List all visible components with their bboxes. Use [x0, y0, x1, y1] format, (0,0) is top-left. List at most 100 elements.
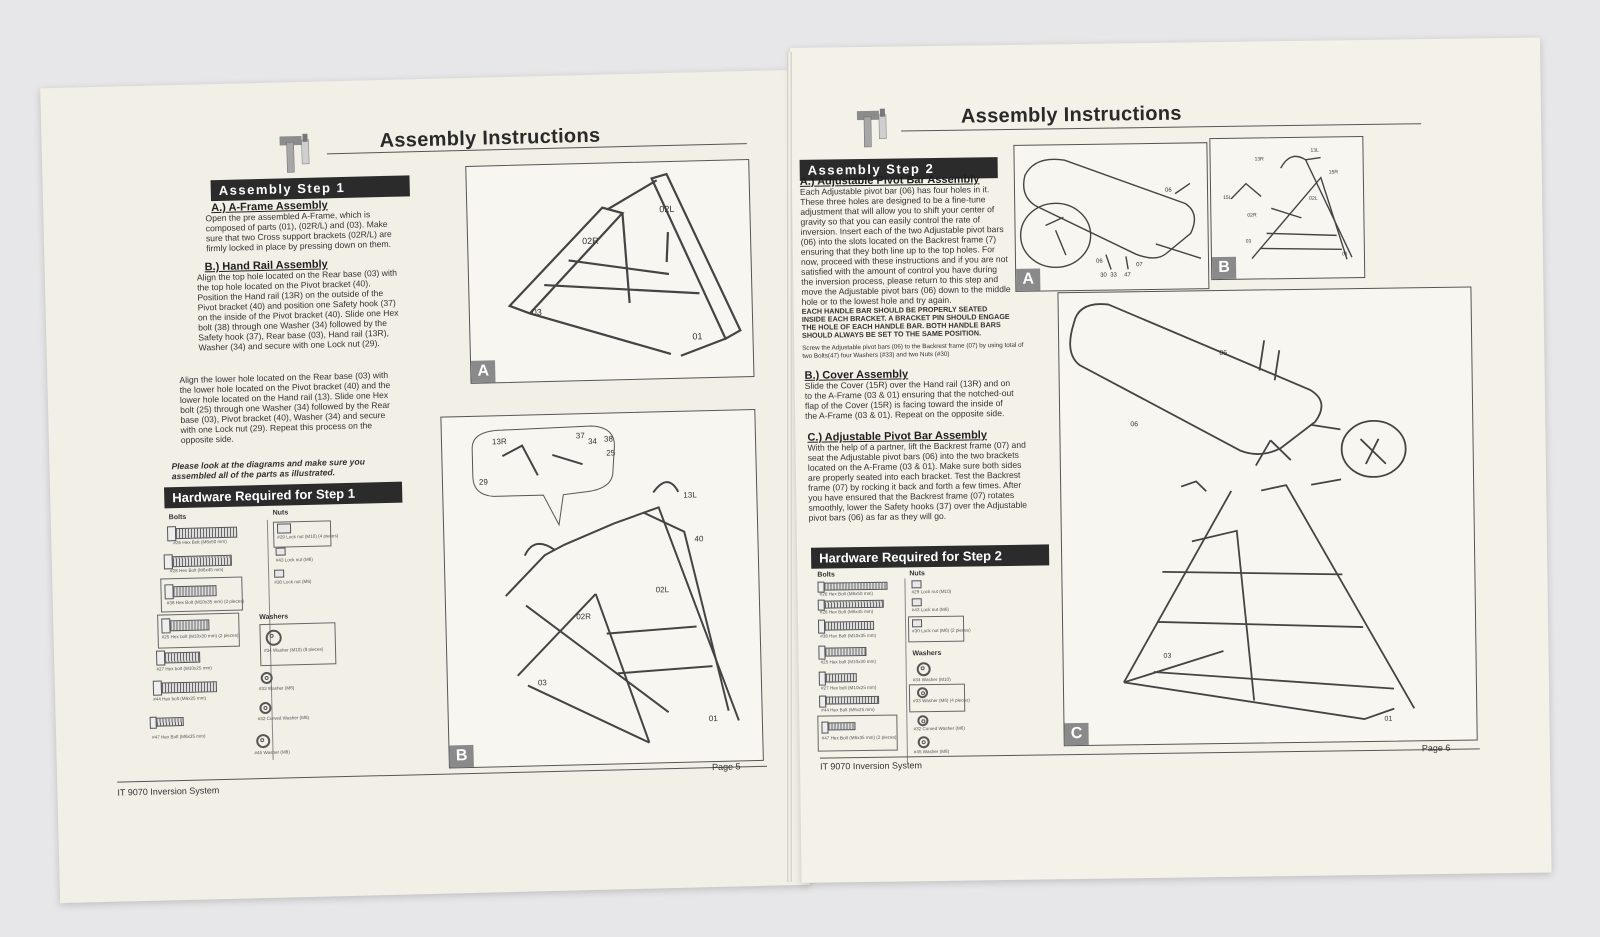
- nut-item: #30 Lock nut (M6) (2 pieces): [912, 627, 971, 634]
- washer-item: #34 Washer (M10): [912, 676, 951, 683]
- bolt-item: #27 Hex bolt (M10x25 mm): [820, 684, 877, 691]
- bolt-icon: [823, 581, 888, 591]
- part-label: 01: [692, 331, 702, 341]
- part-label: 13L: [683, 490, 697, 499]
- section-text: Each Adjustable pivot bar (06) has four …: [799, 184, 1011, 307]
- page-number: Page 5: [711, 761, 741, 773]
- section-text: With the help of a partner, lift the Bac…: [807, 439, 1028, 523]
- nut-item: #29 Lock nut (M10): [911, 588, 952, 595]
- table-drawing: 06 06 03 01: [1069, 303, 1416, 723]
- note-text: Please look at the diagrams and make sur…: [171, 456, 365, 482]
- bolt-item: #28 Hex Bolt (M6x45 mm): [819, 608, 874, 615]
- part-label: 30: [1100, 273, 1107, 279]
- section-text: Slide the Cover (15R) over the Hand rail…: [804, 377, 1014, 421]
- bolt-item: #25 Hex bolt (M10x30 mm): [820, 658, 877, 665]
- footer-title: IT 9070 Inversion System: [117, 785, 220, 798]
- nut-icon: [911, 619, 923, 628]
- part-label: 15L: [1223, 195, 1232, 201]
- part-label: 03: [1246, 239, 1252, 245]
- part-label: 02R: [582, 236, 599, 246]
- part-label: 38: [604, 434, 614, 443]
- bolt-item: #44 Hex Bolt (M6x25 mm): [821, 706, 875, 713]
- part-label: 06: [1219, 350, 1227, 357]
- washer-icon: [917, 715, 929, 727]
- bolt-icon: [824, 673, 857, 683]
- section-text: Align the top hole located on the Rear b…: [196, 267, 399, 353]
- step-label: Assembly Step 1: [210, 175, 410, 202]
- washer-icon: [917, 736, 930, 749]
- nuts-label: Nuts: [909, 570, 925, 578]
- bolt-icon: [171, 554, 232, 568]
- nut-item: #43 Lock nut (M6): [911, 606, 949, 613]
- part-label: 34: [588, 437, 598, 446]
- section-text: Align the lower hole located on the Rear…: [179, 369, 391, 445]
- bolt-icon: [823, 599, 884, 609]
- spine: [787, 52, 792, 882]
- screw-note: Screw the Adjustable pivot bars (06) to …: [802, 341, 1024, 360]
- washer-item: #32 Curved Washer (M6): [257, 714, 310, 722]
- nuts-label: Nuts: [272, 509, 289, 517]
- nut-icon: [276, 523, 292, 534]
- part-label: 06: [1096, 259, 1103, 265]
- washer-item: #33 Washer (M6): [258, 685, 295, 692]
- hardware-highlight: [817, 714, 898, 752]
- hand-rail-drawing: 13R 37 34 38 25 29 13L 40 02L 02R 03 01: [471, 425, 740, 744]
- footer-title: IT 9070 Inversion System: [819, 760, 922, 772]
- part-label: 13R: [1255, 156, 1265, 162]
- bolt-item: #28 Hex Bolt (M6x45 mm): [169, 566, 224, 574]
- part-label: 01: [1342, 251, 1348, 257]
- nut-icon: [911, 580, 922, 589]
- part-label: 13L: [1310, 148, 1319, 154]
- part-label: 03: [1163, 653, 1171, 660]
- diagram-letter: A: [471, 360, 496, 383]
- caps-note: EACH HANDLE BAR SHOULD BE PROPERLY SEATE…: [801, 304, 1010, 340]
- backrest-drawing: 06 07 06 30 33 47: [1019, 158, 1202, 279]
- section-text: Open the pre assembled A-Frame, which is…: [205, 209, 392, 254]
- part-label: 15R: [1329, 169, 1339, 175]
- bolt-item: #38 Hex Bolt (M10x35 mm): [820, 632, 877, 639]
- washers-label: Washers: [259, 613, 289, 622]
- left-page: Assembly Instructions Assembly Step 1 A.…: [40, 70, 810, 904]
- part-label: 01: [1384, 716, 1392, 723]
- bolt-icon: [824, 620, 875, 631]
- part-label: 01: [709, 714, 719, 723]
- diagram-letter: C: [1064, 722, 1089, 746]
- bolts-label: Bolts: [817, 571, 835, 579]
- part-label: 02R: [1247, 212, 1257, 218]
- diagram-letter: A: [1016, 268, 1041, 291]
- right-page: Assembly Instructions Assembly Step 2 A.…: [790, 37, 1552, 883]
- part-label: 06: [1130, 421, 1138, 428]
- hardware-panel: Bolts Nuts Washers #26 Hex Bolt (M6x50 m…: [149, 505, 398, 781]
- diagram-a: 06 07 06 30 33 47 A: [1013, 142, 1210, 292]
- bolt-item: #47 Hex Bolt (M6x35 mm): [152, 733, 206, 740]
- nut-icon: [274, 569, 285, 578]
- bolt-icon: [164, 651, 201, 664]
- bolt-item: #47 Hex Bolt (M6x35 mm) (2 pieces): [821, 734, 897, 741]
- bolts-label: Bolts: [168, 513, 187, 522]
- bolt-icon: [155, 717, 184, 727]
- page-title: Assembly Instructions: [960, 102, 1182, 128]
- part-label: 13R: [492, 437, 507, 446]
- part-label: 25: [606, 448, 616, 457]
- part-label: 29: [479, 477, 489, 486]
- nut-item: #30 Lock nut (M6): [274, 578, 312, 585]
- diagram-c: 06 06 03 01 C: [1057, 286, 1478, 747]
- bolt-item: #26 Hex Bolt (M6x50 mm): [819, 590, 874, 597]
- washer-item: #33 Washer (M6) (4 pieces): [913, 697, 970, 704]
- hardware-title: Hardware Required for Step 1: [164, 481, 403, 509]
- hammer-icon: [856, 108, 887, 148]
- cover-drawing: 13R 13L 15L 15R 02R 02L 03 01: [1223, 148, 1353, 260]
- part-label: 02L: [659, 204, 674, 214]
- bolt-icon: [172, 585, 217, 598]
- diagram-a: 02L 02R 03 01 A: [465, 159, 755, 384]
- washer-icon: [256, 733, 271, 749]
- page-number: Page 6: [1421, 742, 1451, 754]
- washers-label: Washers: [912, 649, 942, 658]
- bolt-icon: [160, 681, 218, 694]
- bolt-icon: [825, 695, 880, 705]
- diagram-letter: B: [1211, 256, 1237, 280]
- bolt-icon: [169, 619, 210, 632]
- bolt-icon: [827, 722, 856, 731]
- bolt-item: #27 Hex bolt (M10x25 mm): [156, 665, 212, 672]
- part-label: 02R: [576, 612, 591, 621]
